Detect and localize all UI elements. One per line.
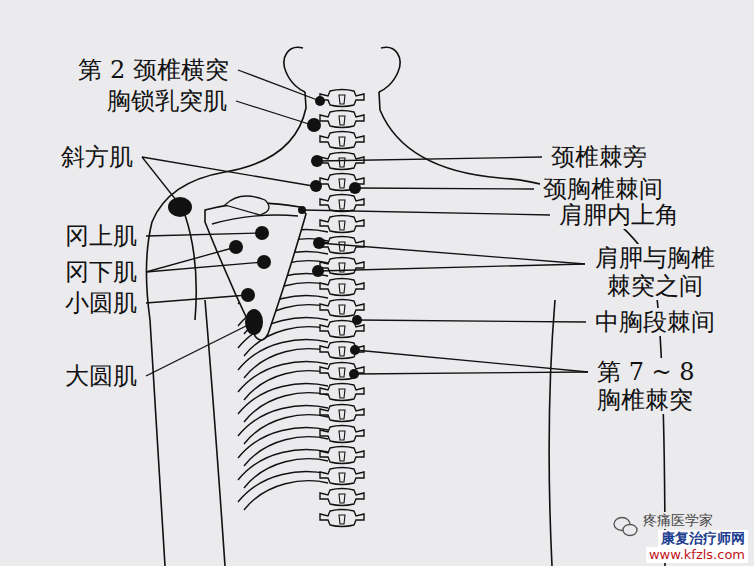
vertebra — [320, 363, 364, 380]
vertebra — [320, 300, 364, 317]
leader-line — [357, 320, 586, 322]
anatomy-label: 大圆肌 — [62, 362, 140, 390]
rib — [238, 428, 328, 466]
leader-line — [355, 188, 534, 189]
right-torso-line — [549, 300, 555, 566]
anatomy-label: 斜方肌 — [58, 143, 136, 171]
leader-lines — [142, 70, 588, 376]
watermark-text: www.kfzls.com — [646, 547, 748, 563]
vertebra — [320, 489, 364, 506]
trigger-point — [312, 265, 324, 277]
rib — [238, 450, 328, 488]
anatomy-label: 冈上肌 — [62, 222, 140, 250]
body-outline — [146, 47, 665, 566]
vertebra — [320, 132, 364, 149]
trigger-point — [313, 237, 325, 249]
rib — [238, 472, 328, 510]
rib — [238, 340, 328, 378]
vertebra — [320, 426, 364, 443]
trigger-point — [298, 206, 306, 214]
vertebra — [320, 384, 364, 401]
leader-line — [146, 295, 248, 303]
watermark-text: 疼痛医学家 — [640, 512, 716, 529]
vertebra — [320, 90, 364, 107]
trigger-point — [257, 255, 271, 269]
vertebra — [320, 111, 364, 128]
trigger-point — [245, 309, 263, 335]
vertebra — [320, 510, 364, 527]
spine — [320, 90, 364, 527]
trigger-point — [349, 182, 361, 194]
right-ear — [379, 47, 400, 92]
leader-line — [236, 101, 312, 125]
scapula-body — [205, 203, 306, 340]
leader-line — [354, 372, 588, 374]
vertebra — [320, 258, 364, 275]
trigger-point — [255, 226, 269, 240]
leader-line — [302, 210, 550, 215]
trigger-point — [168, 197, 192, 217]
watermark-icon — [614, 518, 637, 536]
leader-line — [146, 233, 262, 236]
vertebra — [320, 216, 364, 233]
anatomy-label: 第 7 ~ 8 胸椎棘突 — [594, 358, 704, 414]
anatomy-label: 小圆肌 — [62, 289, 140, 317]
trigger-point — [311, 155, 323, 167]
vertebra — [320, 279, 364, 296]
leader-line — [142, 157, 180, 205]
scapula — [205, 196, 306, 340]
acromion — [225, 196, 269, 215]
left-shoulder — [146, 92, 306, 566]
anatomy-label: 胸锁乳突肌 — [104, 87, 230, 115]
rib — [238, 362, 328, 400]
left-torso-line — [205, 300, 225, 566]
leader-line — [317, 157, 542, 161]
left-ear — [284, 47, 305, 92]
trigger-point — [241, 288, 255, 302]
anatomy-label: 中胸段棘间 — [592, 308, 718, 336]
leader-line — [355, 350, 588, 372]
trigger-points — [168, 96, 362, 379]
leader-line — [238, 70, 320, 101]
anatomy-label: 颈椎棘旁 — [548, 143, 650, 171]
leader-line — [318, 264, 585, 271]
anatomy-label: 肩胛内上角 — [556, 201, 682, 229]
trigger-point — [349, 369, 359, 379]
trigger-point — [307, 118, 321, 132]
leader-line — [146, 322, 254, 376]
trigger-point — [310, 180, 322, 192]
leader-line — [146, 262, 264, 272]
scapula-spine — [212, 215, 298, 224]
vertebra — [320, 405, 364, 422]
trigger-point — [350, 345, 360, 355]
vertebra — [320, 447, 364, 464]
trigger-point — [229, 240, 243, 254]
chat-bubble — [623, 525, 637, 536]
anatomy-label: 第 2 颈椎横突 — [75, 56, 232, 84]
leader-line — [319, 243, 585, 264]
watermark-text: 康复治疗师网 — [658, 530, 748, 547]
trigger-point — [315, 96, 325, 106]
trigger-point — [352, 315, 362, 325]
vertebra — [320, 342, 364, 359]
anatomy-label: 冈下肌 — [62, 258, 140, 286]
leader-line — [142, 157, 313, 186]
rib — [238, 384, 328, 422]
vertebra — [320, 468, 364, 485]
vertebra — [320, 195, 364, 212]
anatomy-label: 颈胸椎棘间 — [540, 175, 666, 203]
rib — [238, 406, 328, 444]
anatomy-label: 肩胛与胸椎 棘突之间 — [590, 244, 720, 300]
